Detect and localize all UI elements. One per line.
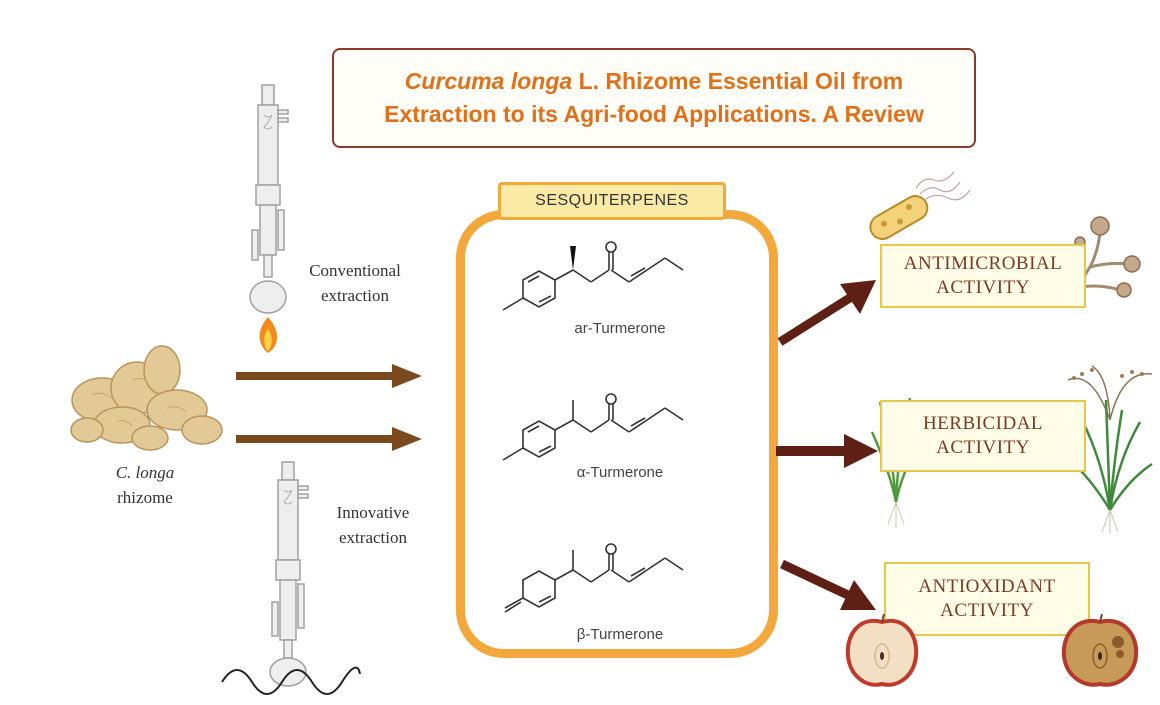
innovative-extraction-label: Innovative extraction [308,500,438,550]
arrow-to-antioxidant [780,559,876,610]
fresh-apple-icon [845,613,919,687]
title-line-2: Extraction to its Agri-food Applications… [384,101,924,127]
arrow-to-herbicidal [776,434,878,468]
herbicidal-line-2: ACTIVITY [936,437,1030,458]
compound-alpha-turmerone: α-Turmerone [576,464,664,481]
compound-ar-turmerone: ar-Turmerone [574,320,666,337]
fungus-icon [1068,216,1141,308]
activity-antimicrobial: ANTIMICROBIAL ACTIVITY [880,244,1086,308]
arrow-innovative [236,427,422,451]
activity-herbicidal: HERBICIDAL ACTIVITY [880,400,1086,472]
beta-turmerone-structure [504,543,684,613]
conventional-extraction-label: Conventional extraction [290,258,420,308]
title-line-1: Curcuma longa L. Rhizome Essential Oil f… [405,65,903,98]
activity-antioxidant: ANTIOXIDANT ACTIVITY [884,562,1090,636]
alpha-turmerone-structure [502,393,684,461]
rhizome-label: C. longa rhizome [90,460,200,510]
antioxidant-line-1: ANTIOXIDANT [918,576,1056,597]
compound-beta-turmerone: β-Turmerone [576,626,664,643]
sesquiterpenes-panel [456,210,778,658]
oxidized-apple-icon [1061,613,1139,687]
conventional-line-1: Conventional [309,261,401,280]
sesquiterpenes-header: SESQUITERPENES [498,182,726,220]
antimicrobial-line-1: ANTIMICROBIAL [903,253,1063,274]
ginger-rhizome-illustration [70,345,223,451]
rhizome-species: C. longa [115,463,175,482]
innovative-line-1: Innovative [336,503,410,522]
arrow-conventional [236,364,422,388]
title-box: Curcuma longa L. Rhizome Essential Oil f… [332,48,976,148]
bacteria-icon [869,171,971,240]
herbicidal-line-1: HERBICIDAL [922,413,1044,434]
conventional-extraction-apparatus-icon [249,84,289,353]
title-line-1-rest: L. Rhizome Essential Oil from [572,68,904,94]
antimicrobial-line-2: ACTIVITY [936,277,1030,298]
rhizome-part: rhizome [117,488,173,507]
arrow-to-antimicrobial [777,280,876,346]
ar-turmerone-structure [502,241,684,311]
conventional-line-2: extraction [321,286,389,305]
title-species: Curcuma longa [404,68,573,94]
innovative-extraction-apparatus-icon [221,461,361,695]
antioxidant-line-2: ACTIVITY [940,600,1034,621]
innovative-line-2: extraction [339,528,407,547]
